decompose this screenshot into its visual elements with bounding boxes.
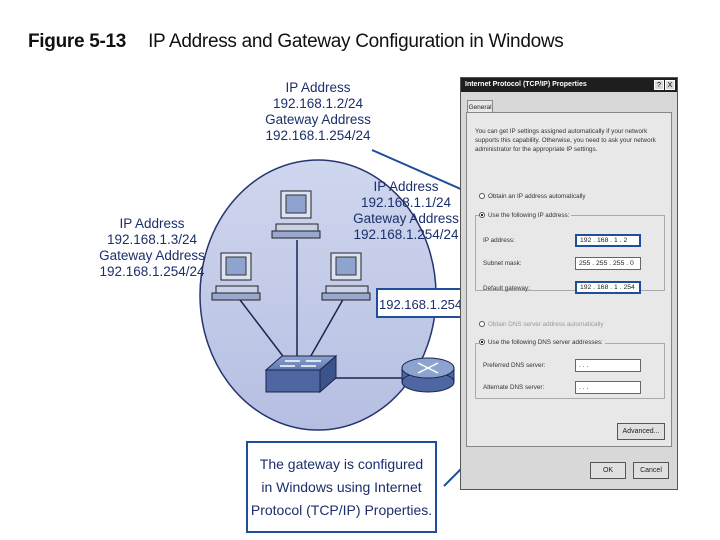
radio-use-dns[interactable]: Use the following DNS server addresses: xyxy=(479,338,605,347)
preferred-dns-input[interactable]: . . . xyxy=(575,359,641,372)
dialog-description: You can get IP settings assigned automat… xyxy=(475,128,656,153)
radio-dot[interactable] xyxy=(479,321,485,327)
radio-obtain-ip[interactable]: Obtain an IP address automatically xyxy=(479,192,586,201)
alternate-dns-input[interactable]: . . . xyxy=(575,381,641,394)
figure-title: Figure 5-13 IP Address and Gateway Config… xyxy=(28,31,564,53)
ip-group xyxy=(475,215,665,291)
radio-obtain-dns[interactable]: Obtain DNS server address automatically xyxy=(479,320,604,329)
ip-address-label: IP address: xyxy=(483,237,515,244)
pc-left xyxy=(211,252,261,301)
figure-caption: IP Address and Gateway Configuration in … xyxy=(148,31,564,52)
close-button[interactable]: X xyxy=(665,80,675,90)
advanced-button[interactable]: Advanced... xyxy=(617,423,665,440)
subnet-mask-input[interactable]: 255 . 255 . 255 . 0 xyxy=(575,257,641,270)
general-panel: You can get IP settings assigned automat… xyxy=(466,112,672,447)
default-gateway-label: Default gateway: xyxy=(483,285,530,292)
host-label-top: IP Address 192.168.1.2/24 Gateway Addres… xyxy=(265,80,371,143)
default-gateway-input[interactable]: 192 . 168 . 1 . 254 xyxy=(575,281,641,294)
ok-button[interactable]: OK xyxy=(590,462,626,479)
dialog-title: Internet Protocol (TCP/IP) Properties xyxy=(465,81,587,88)
preferred-dns-label: Preferred DNS server: xyxy=(483,362,546,369)
ip-address-input[interactable]: 192 . 168 . 1 . 2 xyxy=(575,234,641,247)
host-label-left: IP Address 192.168.1.3/24 Gateway Addres… xyxy=(99,216,205,279)
tcpip-properties-dialog: Internet Protocol (TCP/IP) Properties ? … xyxy=(460,77,678,490)
radio-dot-selected[interactable] xyxy=(479,339,485,345)
note-callout: The gateway is configured in Windows usi… xyxy=(246,441,437,533)
router-ip-callout: 192.168.1.254/2 xyxy=(376,288,476,318)
radio-dot-selected[interactable] xyxy=(479,212,485,218)
switch-icon xyxy=(264,354,338,394)
radio-dot[interactable] xyxy=(479,193,485,199)
help-button[interactable]: ? xyxy=(654,80,664,90)
radio-use-ip[interactable]: Use the following IP address: xyxy=(479,211,572,220)
cancel-button[interactable]: Cancel xyxy=(633,462,669,479)
dialog-titlebar: Internet Protocol (TCP/IP) Properties xyxy=(461,78,677,92)
router-icon xyxy=(401,357,455,393)
alternate-dns-label: Alternate DNS server: xyxy=(483,384,545,391)
pc-top xyxy=(271,190,321,239)
tab-general[interactable]: General xyxy=(467,100,493,114)
subnet-mask-label: Subnet mask: xyxy=(483,260,522,267)
figure-number: Figure 5-13 xyxy=(28,31,127,52)
host-label-right: IP Address 192.168.1.1/24 Gateway Addres… xyxy=(353,179,459,242)
pc-right xyxy=(321,252,371,301)
